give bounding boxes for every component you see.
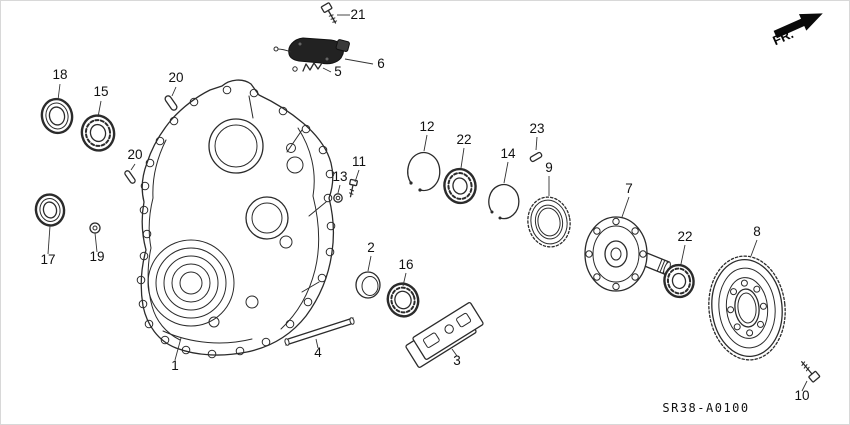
callout-12: 12: [419, 119, 434, 134]
callout-3: 3: [453, 353, 461, 368]
callout-18: 18: [52, 67, 67, 82]
callout-6: 6: [377, 56, 385, 71]
transmission-housing: [136, 79, 336, 359]
callout-22-right: 22: [677, 229, 692, 244]
nut-19: [89, 222, 101, 234]
gasket-plate-3: [405, 302, 484, 368]
callout-13: 13: [332, 169, 347, 184]
dowel-pin-20-left: [124, 170, 136, 184]
toothed-ring-9: [527, 196, 571, 248]
leader-lines: [47, 14, 808, 392]
drawing-code: SR38-A0100: [662, 401, 749, 415]
callout-20-left: 20: [127, 147, 142, 162]
switch-assembly-6: [273, 37, 350, 65]
snap-ring-12: [407, 151, 441, 192]
callout-5: 5: [334, 64, 342, 79]
callout-11: 11: [352, 154, 366, 169]
callout-16: 16: [398, 257, 413, 272]
pin-23: [529, 151, 543, 163]
callout-19: 19: [89, 249, 104, 264]
callout-15: 15: [93, 84, 108, 99]
bolt-21: [320, 2, 338, 24]
callout-21: 21: [350, 7, 365, 22]
callout-17: 17: [40, 252, 55, 267]
shaft-4: [284, 317, 355, 346]
dowel-pin-20-top: [164, 95, 178, 111]
callout-20-top: 20: [168, 70, 183, 85]
thrust-washer-2: [355, 271, 381, 299]
callout-1: 1: [171, 358, 179, 373]
callout-10: 10: [794, 388, 809, 403]
bearing-16: [386, 282, 420, 318]
bearing-22-left: [443, 167, 477, 205]
fr-arrow-icon: [773, 13, 823, 39]
differential-assembly-7: [584, 216, 671, 292]
washer-13: [333, 193, 343, 203]
bolt-10: [801, 361, 821, 383]
callout-7: 7: [625, 181, 633, 196]
callout-14: 14: [500, 146, 516, 161]
callout-8: 8: [753, 224, 761, 239]
callout-labels: 18 15 20 20 17 19 1 21 5 6 13 11 2 16 4 …: [40, 7, 809, 403]
ring-gear-8: [707, 255, 787, 361]
oil-seal-18: [40, 97, 74, 135]
callout-9: 9: [545, 160, 553, 175]
callout-22-left: 22: [456, 132, 471, 147]
spring-5: [292, 62, 323, 72]
snap-ring-14: [488, 183, 520, 220]
oil-seal-17: [34, 193, 66, 227]
bearing-15: [80, 114, 116, 152]
bearing-22-right: [663, 263, 695, 299]
callout-23: 23: [529, 121, 544, 136]
callout-2: 2: [367, 240, 375, 255]
callout-4: 4: [314, 345, 322, 360]
